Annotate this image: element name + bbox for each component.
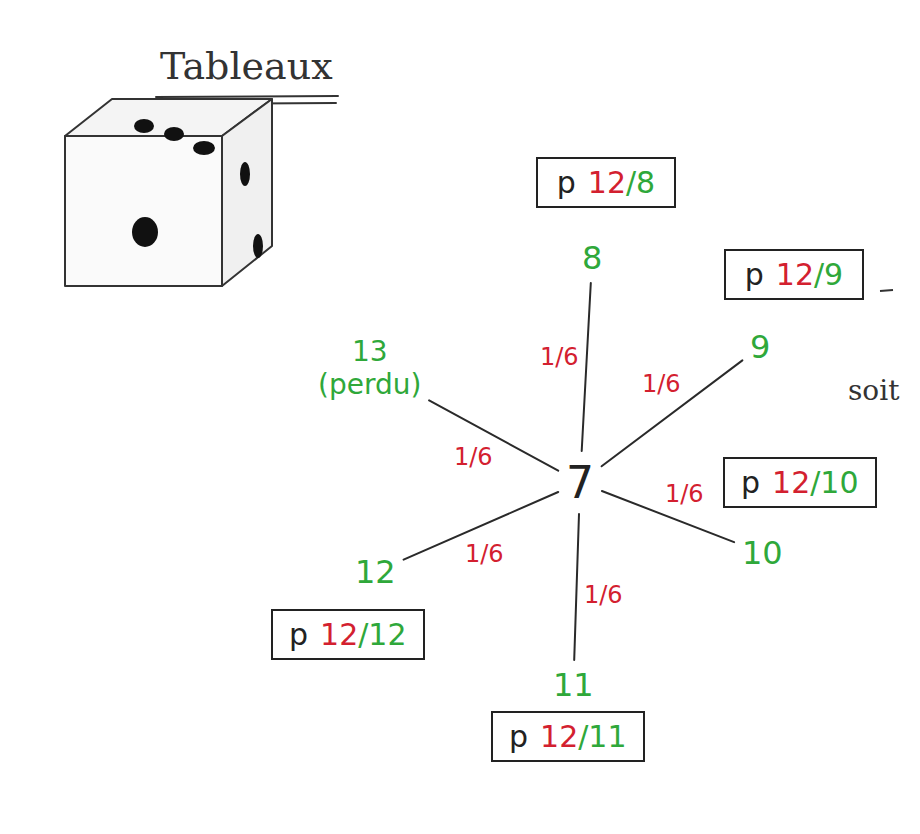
probability-label: 1/6 [454,443,493,471]
branch-line [602,360,743,466]
pen-mark [880,290,893,291]
probability-box: p 12/12 [271,609,425,660]
box-text: p [745,257,764,292]
probability-box: p 12/11 [491,711,645,762]
box-text: p [509,719,528,754]
box-text: /11 [578,719,626,754]
die-front-face [65,136,222,286]
value-text: 11 [553,666,594,704]
value-text: 13 (perdu) [318,335,421,401]
outcome-value: 8 [576,235,608,281]
outcome-value: 9 [744,324,776,370]
box-text: 12 [320,617,358,652]
outcome-value: 7 [560,453,600,512]
value-text: 12 [355,553,396,591]
die-pip [134,119,154,133]
die-pip [132,217,158,247]
box-text: p [557,165,576,200]
probability-box: p 12/9 [724,249,864,300]
die-pip [164,127,184,141]
note-text: soit [848,374,899,407]
box-text: /10 [810,465,858,500]
box-text: 12 [776,257,814,292]
title-text: Tableaux [160,44,333,88]
die-pip [253,234,263,258]
die-drawing [65,99,272,286]
value-text: 10 [742,534,783,572]
probability-label: 1/6 [540,343,579,371]
die-pip [240,162,250,186]
probability-label: 1/6 [642,370,681,398]
box-text: /12 [358,617,406,652]
probability-label: 1/6 [465,540,504,568]
probability-box: p 12/10 [723,457,877,508]
box-text: p [289,617,308,652]
box-text: /8 [626,165,655,200]
box-text: /9 [814,257,843,292]
box-text: p [741,465,760,500]
box-text: 12 [772,465,810,500]
value-text: 7 [566,457,594,508]
branch-line [574,514,579,660]
branch-line [582,283,591,451]
value-text: 9 [750,328,770,366]
outcome-value: 11 [547,662,600,708]
outcome-value: 10 [736,530,789,576]
value-text: 8 [582,239,602,277]
branch-line [429,400,558,470]
die-pips [132,119,263,258]
outcome-value: 13 (perdu) [312,331,427,405]
probability-label: 1/6 [665,480,704,508]
die-pip [193,141,215,155]
probability-box: p 12/8 [536,157,676,208]
box-text: 12 [540,719,578,754]
box-text: 12 [588,165,626,200]
die-side-face [222,99,272,286]
probability-label: 1/6 [584,581,623,609]
outcome-value: 12 [349,549,402,595]
underline-stroke [156,96,338,97]
